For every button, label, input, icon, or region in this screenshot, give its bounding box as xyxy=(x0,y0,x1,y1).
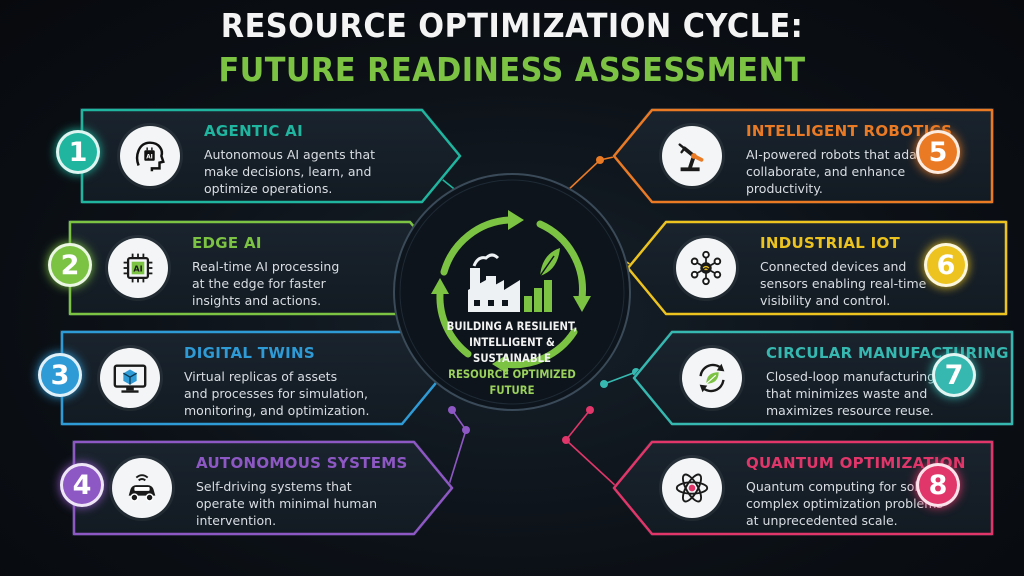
card-title: DIGITAL TWINS xyxy=(184,344,315,362)
card-frame xyxy=(626,220,1008,316)
atom-icon xyxy=(662,458,722,518)
card-description: Connected devices and sensors enabling r… xyxy=(760,259,927,308)
card-frame xyxy=(60,330,442,426)
card-frame xyxy=(80,108,462,204)
connector-dot xyxy=(448,406,456,414)
step-number-badge: 6 xyxy=(924,243,968,287)
card-title: INTELLIGENT ROBOTICS xyxy=(746,122,953,140)
center-line-4: FUTURE xyxy=(489,383,535,397)
step-number-badge: 4 xyxy=(60,463,104,507)
ai-chip-icon: AI xyxy=(108,238,168,298)
svg-text:AI: AI xyxy=(133,264,142,274)
card-item-4: AUTONOMOUS SYSTEMS Self-driving systems t… xyxy=(72,440,454,536)
connector-dot xyxy=(596,156,604,164)
card-item-6: INDUSTRIAL IOT Connected devices and sens… xyxy=(626,220,1008,316)
card-description: Virtual replicas of assets and processes… xyxy=(184,369,370,418)
title-line-1: RESOURCE OPTIMIZATION CYCLE: xyxy=(220,6,804,45)
step-number-badge: 8 xyxy=(916,463,960,507)
step-number-badge: 1 xyxy=(56,130,100,174)
card-item-2: AI EDGE AI Real-time AI processing at the … xyxy=(68,220,450,316)
connector-dot xyxy=(586,406,594,414)
card-frame xyxy=(632,330,1014,426)
connector-dot xyxy=(462,426,470,434)
cycle-ring xyxy=(393,173,631,411)
cycle-arrows-icon xyxy=(436,216,586,369)
card-item-1: AI AGENTIC AI Autonomous AI agents that ma… xyxy=(80,108,462,204)
svg-text:AI: AI xyxy=(146,154,153,160)
card-description: Closed-loop manufacturing that minimizes… xyxy=(766,369,936,418)
connector-dot xyxy=(562,436,570,444)
center-text: BUILDING A RESILIENT, INTELLIGENT & SUST… xyxy=(433,318,591,398)
connector-line-8 xyxy=(564,409,619,489)
card-frame xyxy=(612,440,994,536)
step-number-badge: 7 xyxy=(932,353,976,397)
monitor-cube-icon xyxy=(100,348,160,408)
center-line-2: INTELLIGENT & SUSTAINABLE xyxy=(469,335,555,365)
card-frame xyxy=(72,440,454,536)
center-line-3: RESOURCE OPTIMIZED xyxy=(448,367,576,381)
center-line-1: BUILDING A RESILIENT, xyxy=(446,319,578,333)
ai-head-icon: AI xyxy=(120,126,180,186)
recycle-leaf-icon xyxy=(682,348,742,408)
title-line-2: FUTURE READINESS ASSESSMENT xyxy=(218,50,806,89)
card-title: AUTONOMOUS SYSTEMS xyxy=(196,454,408,472)
card-item-7: CIRCULAR MANUFACTURING Closed-loop manufa… xyxy=(632,330,1014,426)
card-item-3: DIGITAL TWINS Virtual replicas of assets … xyxy=(60,330,442,426)
card-title: INDUSTRIAL IOT xyxy=(760,234,901,252)
step-number-badge: 5 xyxy=(916,130,960,174)
card-title: EDGE AI xyxy=(192,234,262,252)
title-block: RESOURCE OPTIMIZATION CYCLE: FUTURE READ… xyxy=(0,4,1024,92)
step-number-badge: 3 xyxy=(38,353,82,397)
card-title: QUANTUM OPTIMIZATION xyxy=(746,454,966,472)
card-description: Real-time AI processing at the edge for … xyxy=(192,259,340,308)
card-title: AGENTIC AI xyxy=(204,122,303,140)
iot-network-icon xyxy=(676,238,736,298)
step-number-badge: 2 xyxy=(48,243,92,287)
self-driving-car-icon xyxy=(112,458,172,518)
card-description: Self-driving systems that operate with m… xyxy=(196,479,378,528)
robot-arm-icon xyxy=(662,126,722,186)
card-frame xyxy=(612,108,994,204)
factory-icon xyxy=(468,248,560,312)
connector-line-4 xyxy=(447,409,467,489)
card-title: CIRCULAR MANUFACTURING xyxy=(766,344,1009,362)
card-description: Autonomous AI agents that make decisions… xyxy=(204,147,376,196)
connector-dot xyxy=(600,380,608,388)
